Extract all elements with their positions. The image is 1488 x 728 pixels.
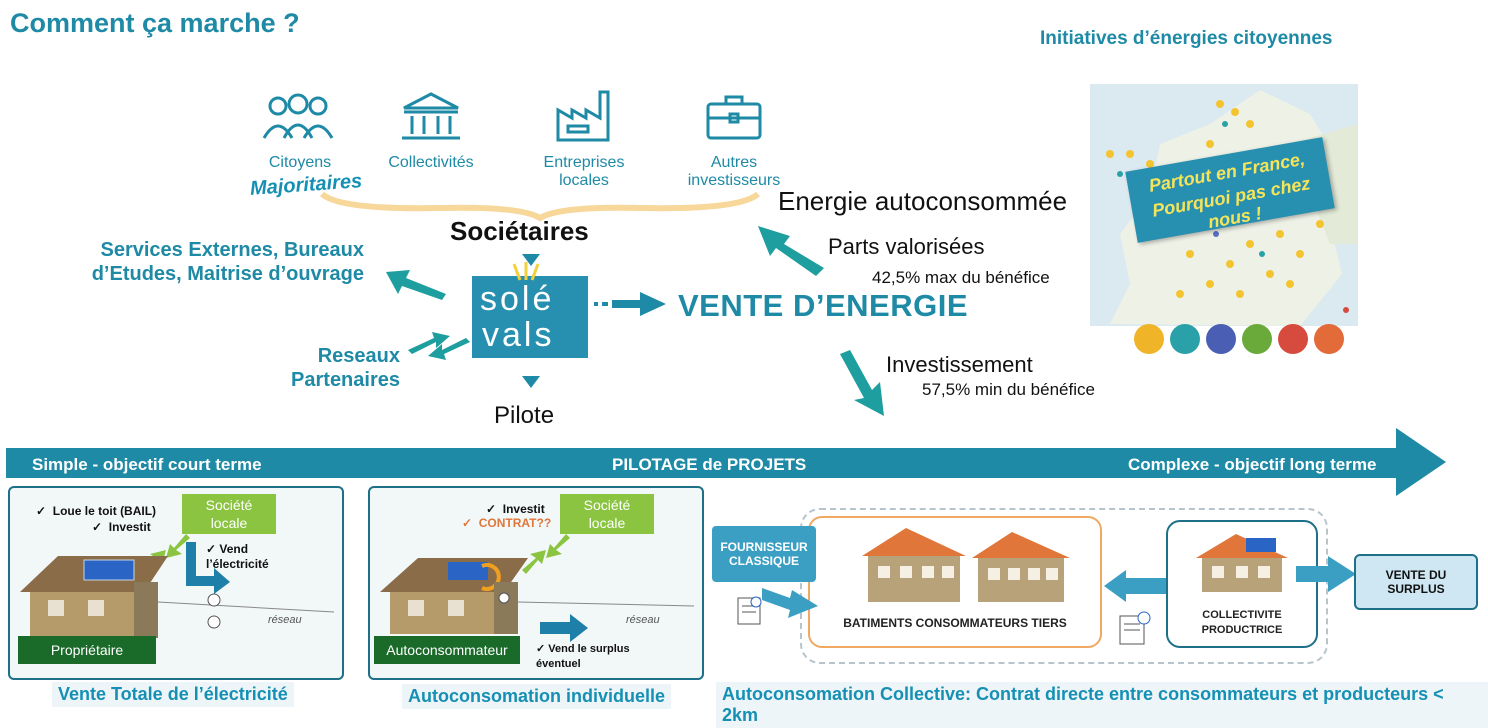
banner-right-label: Complexe - objectif long terme <box>1128 455 1377 474</box>
biomass-icon <box>1242 324 1272 354</box>
double-arrow-icon <box>522 534 570 574</box>
check-investit: ✓ Investit <box>92 520 151 534</box>
logo-line1: solé <box>480 280 555 318</box>
banner-arrowhead <box>1396 428 1446 496</box>
collectivite-box: COLLECTIVITE PRODUCTRICE <box>1166 520 1318 648</box>
caption-collective: Autoconsomation Collective: Contrat dire… <box>716 682 1488 728</box>
invoice-icon2 <box>1119 611 1151 645</box>
house-illustration2 <box>380 558 694 634</box>
invoice-icon <box>737 596 762 625</box>
down-arrow-icon <box>522 254 540 266</box>
stakeholder-label-collectivites: Collectivités <box>388 154 474 171</box>
batiments-label: BATIMENTS CONSOMMATEURS TIERS <box>843 616 1067 630</box>
map-title: Initiatives d’énergies citoyennes <box>1040 28 1333 49</box>
check-contrat: ✓ CONTRAT?? <box>462 516 552 530</box>
geothermal-icon <box>1278 324 1308 354</box>
double-arrow-icon <box>408 332 470 360</box>
banner-center-label: PILOTAGE de PROJETS <box>612 455 807 474</box>
investissement-label: Investissement <box>886 352 1033 377</box>
check-investit-text: Investit <box>108 520 151 534</box>
wind-icon <box>1170 324 1200 354</box>
right-arrow-icon <box>540 614 588 642</box>
reseaux-label: Reseaux Partenaires <box>291 345 400 391</box>
house-illustration <box>20 556 334 638</box>
parts-pct-label: 42,5% max du bénéfice <box>872 268 1050 287</box>
arrow-to-services-icon <box>386 270 446 300</box>
check-investit2: ✓ Investit <box>486 502 545 516</box>
check-bail: ✓ Loue le toit (BAIL) <box>36 504 157 518</box>
arrow-to-batiments-icon <box>762 588 818 618</box>
collective-perimeter <box>800 508 1328 664</box>
vente-energie-label: VENTE D’ENERGIE <box>678 288 968 323</box>
panel-autoconsommation: ✓ Investit ✓ CONTRAT?? Société locale ré… <box>368 486 704 680</box>
factory-icon <box>556 90 610 142</box>
arrow-left-icon <box>1104 570 1166 602</box>
societe-locale-box: Société locale <box>182 494 276 534</box>
building-columns-icon <box>402 92 460 140</box>
pilote-label: Pilote <box>494 402 555 429</box>
reseau-label: réseau <box>268 614 302 626</box>
arrow-up-left-icon <box>758 226 824 276</box>
down-right-arrow-icon <box>186 542 230 594</box>
hydro-icon <box>1206 324 1236 354</box>
surplus-label: ✓ Vend le surplus éventuel <box>536 643 630 670</box>
stakeholder-label-entreprises: Entreprises locales <box>543 154 625 189</box>
houses-illustration <box>862 528 1070 602</box>
invest-pct-label: 57,5% min du bénéfice <box>922 380 1095 399</box>
vend-electricite-label: ✓ Vend l’électricité <box>206 542 269 571</box>
stakeholder-label-citoyens: Citoyens <box>268 154 332 171</box>
solevals-logo: solé vals <box>472 262 588 358</box>
collectivite-label: COLLECTIVITE PRODUCTRICE <box>1201 609 1283 636</box>
solar-icon <box>1134 324 1164 354</box>
logo-line2: vals <box>482 316 555 354</box>
brace-shape <box>320 191 760 222</box>
batiments-box: BATIMENTS CONSOMMATEURS TIERS <box>808 516 1102 648</box>
arrow-right-icon <box>1296 556 1356 592</box>
energie-auto-label: Energie autoconsommée <box>778 186 1068 216</box>
check-contrat-text: CONTRAT?? <box>478 516 552 530</box>
autoconsommateur-box: Autoconsommateur <box>374 636 520 664</box>
arrow-down-right-icon <box>840 350 884 416</box>
services-label: Services Externes, Bureaux d’Etudes, Mai… <box>91 239 364 285</box>
fournisseur-box: FOURNISSEUR CLASSIQUE <box>712 526 816 582</box>
check-bail-text: Loue le toit (BAIL) <box>52 504 157 518</box>
france-map: Partout en France, Pourquoi pas chez nou… <box>1090 84 1358 326</box>
briefcase-icon <box>706 95 762 140</box>
producer-house-illustration <box>1196 534 1288 592</box>
caption-vente-totale: Vente Totale de l’électricité <box>52 682 294 707</box>
vend-text: Vend l’électricité <box>206 542 269 571</box>
banner-left-label: Simple - objectif court terme <box>32 455 262 474</box>
check-investit2-text: Investit <box>502 502 545 516</box>
panel-vente-totale: ✓ Loue le toit (BAIL) ✓ Investit Société… <box>8 486 344 680</box>
parts-label: Parts valorisées <box>828 234 985 259</box>
societaires-label: Sociétaires <box>450 216 589 246</box>
pilotage-banner <box>6 448 1406 478</box>
people-icon <box>262 93 334 139</box>
energy-icons-row <box>1134 324 1344 354</box>
caption-autoconsommation: Autoconsomation individuelle <box>402 684 672 709</box>
vente-arrow-icon <box>594 292 666 316</box>
page-title: Comment ça marche ? <box>10 8 300 38</box>
surplus-text: Vend le surplus éventuel <box>536 643 630 670</box>
proprietaire-box: Propriétaire <box>18 636 156 664</box>
societe-locale-box2: Société locale <box>560 494 654 534</box>
down-arrow-icon <box>522 376 540 388</box>
reseau-label2: réseau <box>626 614 660 626</box>
sun-rays-icon <box>512 262 540 281</box>
mobility-icon <box>1314 324 1344 354</box>
vente-surplus-box: VENTE DU SURPLUS <box>1354 554 1478 610</box>
stakeholder-label-autres: Autres investisseurs <box>687 154 781 189</box>
